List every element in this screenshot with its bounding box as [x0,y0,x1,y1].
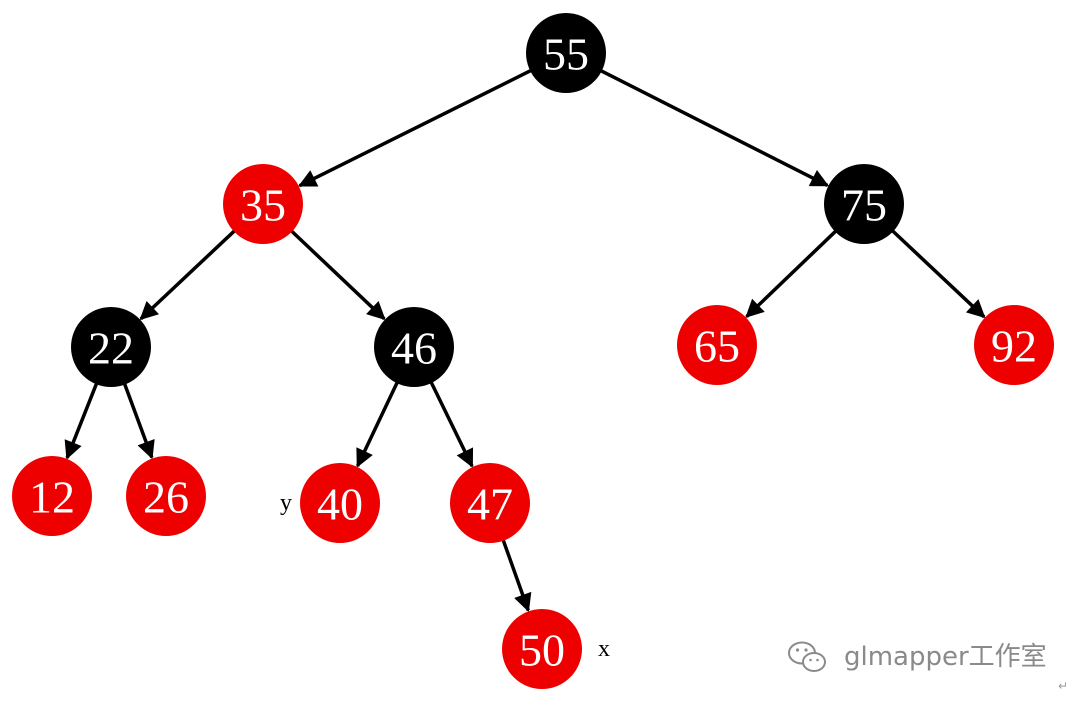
node-circle-40 [300,463,380,543]
tree-node-55: 55 [526,13,606,93]
tree-node-12: 12 [12,456,92,536]
tree-edges [64,68,986,613]
wechat-icon [788,641,826,672]
node-circle-35 [223,164,303,244]
tree-nodes: 55 35 75 22 46 65 92 12 26 40 47 50 [12,13,1054,689]
node-circle-75 [824,164,904,244]
node-annotations: yx [280,490,610,662]
node-label-46: 46 [391,323,437,374]
edge-35-22 [139,228,237,321]
node-label-22: 22 [88,323,134,374]
node-label-40: 40 [317,479,363,530]
edge-46-40 [355,380,400,468]
edge-55-35 [298,68,533,188]
edge-46-47 [429,380,474,468]
edge-75-92 [890,228,986,319]
node-circle-50 [502,609,582,689]
edge-35-46 [289,228,386,321]
annotation-y: y [280,490,292,516]
node-circle-55 [526,13,606,93]
watermark-text: glmapper工作室 [844,642,1047,672]
tree-node-22: 22 [71,307,151,387]
annotation-x: x [598,636,610,662]
node-label-55: 55 [543,29,589,80]
node-label-12: 12 [29,472,75,523]
edge-75-65 [745,229,838,318]
node-label-50: 50 [519,625,565,676]
node-circle-65 [677,305,757,385]
tree-node-47: 47 [450,463,530,543]
tree-node-40: 40 [300,463,380,543]
node-label-75: 75 [841,180,887,231]
tree-node-65: 65 [677,305,757,385]
node-label-26: 26 [143,472,189,523]
node-label-65: 65 [694,321,740,372]
node-label-92: 92 [991,321,1037,372]
node-circle-22 [71,307,151,387]
node-circle-26 [126,456,206,536]
node-circle-92 [974,305,1054,385]
tree-node-75: 75 [824,164,904,244]
tree-node-92: 92 [974,305,1054,385]
tree-node-26: 26 [126,456,206,536]
edge-22-26 [122,382,155,460]
watermark: glmapper工作室 [788,641,1047,672]
tree-node-46: 46 [374,307,454,387]
tree-node-35: 35 [223,164,303,244]
edge-22-12 [64,381,99,460]
node-circle-46 [374,307,454,387]
node-label-35: 35 [240,180,286,231]
tree-node-50: 50 [502,609,582,689]
edge-47-50 [501,538,532,613]
node-circle-12 [12,456,92,536]
node-circle-47 [450,463,530,543]
paragraph-mark: ↵ [1058,679,1068,693]
edge-55-75 [599,68,830,188]
node-label-47: 47 [467,479,513,530]
